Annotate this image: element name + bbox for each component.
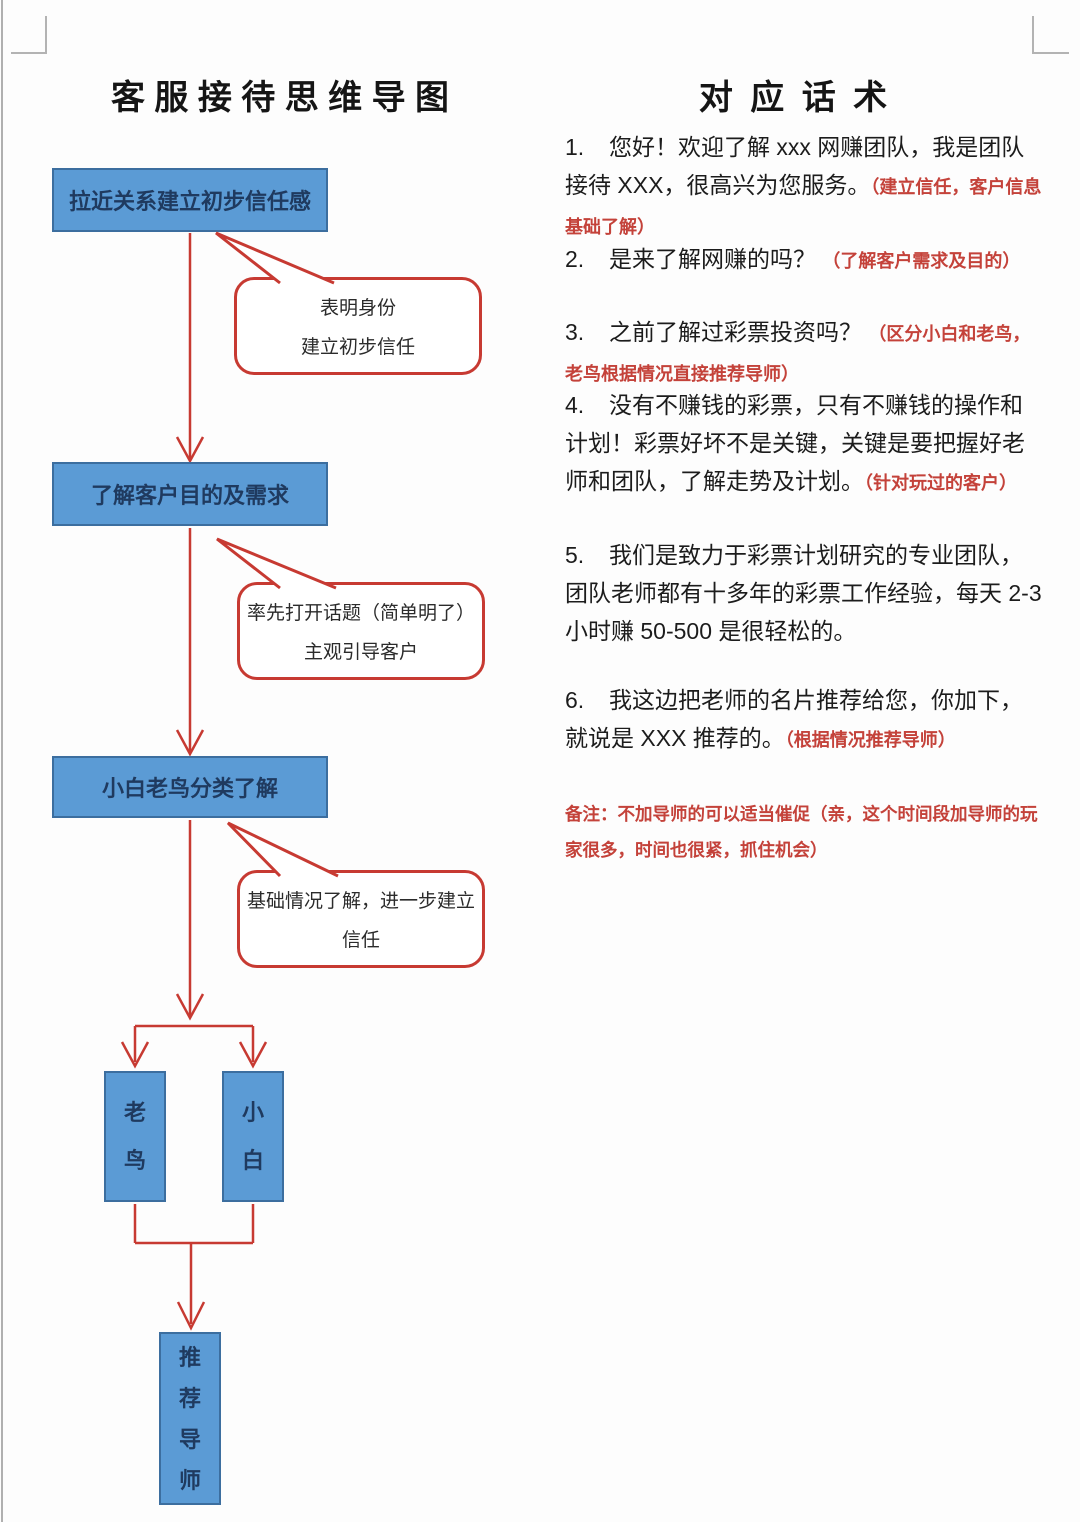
callout-tail-outline [226,821,339,878]
script-item-5: 5.我们是致力于彩票计划研究的专业团队，团队老师都有十多年的彩票工作经验，每天 … [565,536,1043,652]
item-text: 您好！欢迎了解 xxx 网赚团队，我是团队接待 XXX，很高兴为您服务。 [565,134,1025,198]
right-column-title: 对 应 话 术 [698,79,892,117]
arrowhead-icon [238,1041,268,1069]
callout-text: 率先打开话题（简单明了） [246,603,475,624]
script-item-2: 2. 是来了解网赚的吗？ （了解客户需求及目的） [565,240,1043,280]
item-annotation: （根据情况推荐导师） [784,730,956,750]
item-annotation: （针对玩过的客户） [864,473,1017,493]
item-number: 1. [565,134,585,160]
corner-mark-top-right [1032,16,1069,54]
flow-branch-label: 老鸟 [123,1099,146,1173]
callout-text: 主观引导客户 [303,642,418,663]
callout-tail [216,233,334,283]
item-annotation: （了解客户需求及目的） [822,251,1021,271]
item-number: 3. [565,319,585,345]
item-annotation: （建立信任，客户信息基础了解） [565,177,1042,237]
arrowhead-icon [175,729,205,757]
item-text: 之前了解过彩票投资吗？ [609,319,869,345]
flow-step-classify-customer: 小白老鸟分类了解 [52,756,328,818]
flow-final-recommend-mentor: 推荐导师 [159,1332,221,1505]
callout-identity: 表明身份 建立初步信任 [234,277,482,375]
item-number: 4. [565,392,585,418]
callout-tail [228,823,338,876]
callout-open-topic: 率先打开话题（简单明了） 主观引导客户 [237,582,485,680]
flow-branch-novice: 小白 [222,1071,284,1202]
callout-tail-outline [215,231,335,285]
remark-note: 备注：不加导师的可以适当催促（亲，这个时间段加导师的玩家很多，时间也很紧，抓住机… [565,804,1038,860]
script-item-1: 1.您好！欢迎了解 xxx 网赚团队，我是团队接待 XXX，很高兴为您服务。（建… [565,128,1043,246]
corner-mark-top-left [11,16,47,54]
item-text: 没有不赚钱的彩票，只有不赚钱的操作和计划！彩票好坏不是关键，关键是要把握好老师和… [565,392,1025,494]
item-number: 6. [565,687,585,713]
callout-text: 表明身份 [319,298,396,319]
arrowhead-icon [120,1041,150,1069]
item-text: 是来了解网赚的吗？ [609,246,823,272]
flow-step-label: 拉近关系建立初步信任感 [68,189,311,214]
callout-text: 基础情况了解，进一步建立 [246,891,475,912]
item-text: 我这边把老师的名片推荐给您，你加下，就说是 XXX 推荐的。 [565,687,1023,751]
item-number: 2. [565,246,585,272]
flow-final-label: 推荐导师 [178,1344,201,1493]
left-column-title: 客 服 接 待 思 维 导 图 [110,79,450,117]
script-item-4: 4.没有不赚钱的彩票，只有不赚钱的操作和计划！彩票好坏不是关键，关键是要把握好老… [565,386,1043,502]
callout-tail [217,539,336,588]
callout-text: 建立初步信任 [300,337,415,358]
flow-step-understand-needs: 了解客户目的及需求 [52,462,328,526]
callout-text: 信任 [341,930,380,951]
flow-step-label: 小白老鸟分类了解 [101,776,278,801]
flow-step-build-trust: 拉近关系建立初步信任感 [52,168,328,232]
arrowhead-icon [175,993,205,1021]
callout-further-trust: 基础情况了解，进一步建立 信任 [237,870,485,968]
item-text: 我们是致力于彩票计划研究的专业团队，团队老师都有十多年的彩票工作经验，每天 2-… [565,542,1042,644]
flow-step-label: 了解客户目的及需求 [90,483,289,508]
item-number: 5. [565,542,585,568]
item-annotation: （区分小白和老鸟，老鸟根据情况直接推荐导师） [565,324,1031,384]
flow-branch-veteran: 老鸟 [104,1071,166,1202]
script-item-3: 3. 之前了解过彩票投资吗？ （区分小白和老鸟，老鸟根据情况直接推荐导师） [565,313,1043,393]
callout-tail-outline [216,537,337,590]
flow-branch-label: 小白 [241,1099,264,1173]
arrowhead-icon [175,436,205,464]
script-item-6: 6.我这边把老师的名片推荐给您，你加下，就说是 XXX 推荐的。（根据情况推荐导… [565,681,1043,759]
arrowhead-icon [176,1301,206,1331]
